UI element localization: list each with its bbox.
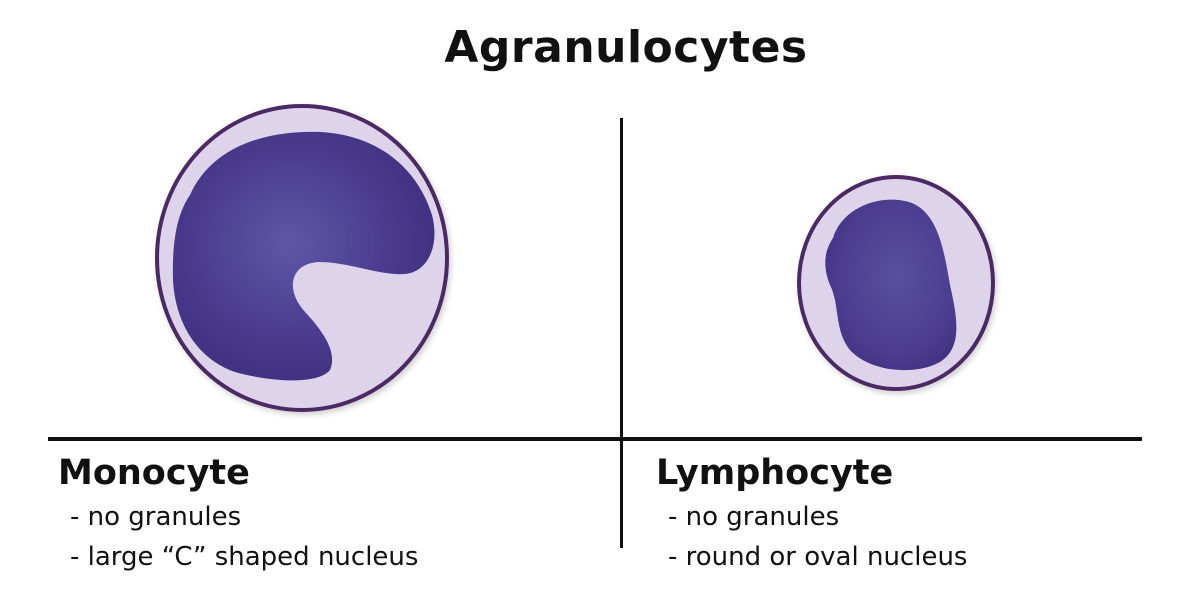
monocyte-cell xyxy=(155,104,449,412)
lymphocyte-cell xyxy=(797,175,995,391)
monocyte-feature-2: - large “C” shaped nucleus xyxy=(70,542,419,573)
lymphocyte-feature-2: - round or oval nucleus xyxy=(668,542,968,573)
monocyte-label-block: Monocyte - no granules - large “C” shape… xyxy=(58,453,418,577)
vertical-divider xyxy=(620,118,623,548)
diagram-title: Agranulocytes xyxy=(444,22,808,73)
monocyte-name: Monocyte xyxy=(58,453,250,493)
monocyte-nucleus xyxy=(172,131,435,381)
lymphocyte-nucleus xyxy=(825,199,957,371)
lymphocyte-name: Lymphocyte xyxy=(656,453,894,493)
monocyte-feature-1: - no granules xyxy=(70,502,242,533)
lymphocyte-label-block: Lymphocyte - no granules - round or oval… xyxy=(656,453,967,577)
lymphocyte-features: - no granules - round or oval nucleus xyxy=(668,497,967,577)
monocyte-features: - no granules - large “C” shaped nucleus xyxy=(70,497,418,577)
lymphocyte-feature-1: - no granules xyxy=(668,502,840,533)
horizontal-divider xyxy=(48,437,1142,441)
